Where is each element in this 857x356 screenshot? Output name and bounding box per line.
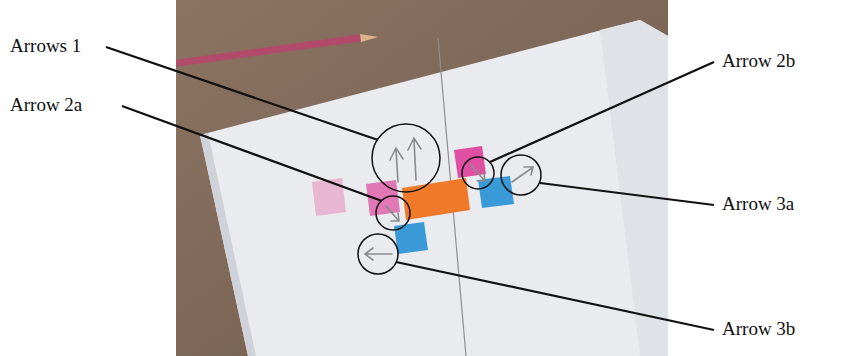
callout-label: Arrow 2a — [8, 95, 84, 116]
leader-lines — [106, 47, 714, 330]
callout-label: Arrow 3a — [720, 194, 796, 215]
notebook-photo — [176, 0, 668, 356]
pink-square — [454, 146, 486, 178]
pencil-arrows — [365, 138, 533, 260]
callout-circles — [358, 124, 541, 274]
orange-band — [402, 178, 470, 220]
callout-label: Arrow 3b — [720, 319, 797, 340]
notebook-page-edge — [600, 20, 668, 356]
notebook-page-edge — [200, 133, 256, 356]
blue-square — [394, 222, 428, 254]
pencil-tip — [360, 34, 378, 42]
pencil — [176, 38, 360, 64]
callout-label: Arrow 2b — [720, 51, 797, 72]
pink-square — [312, 178, 346, 216]
callout-label: Arrows 1 — [8, 36, 83, 57]
